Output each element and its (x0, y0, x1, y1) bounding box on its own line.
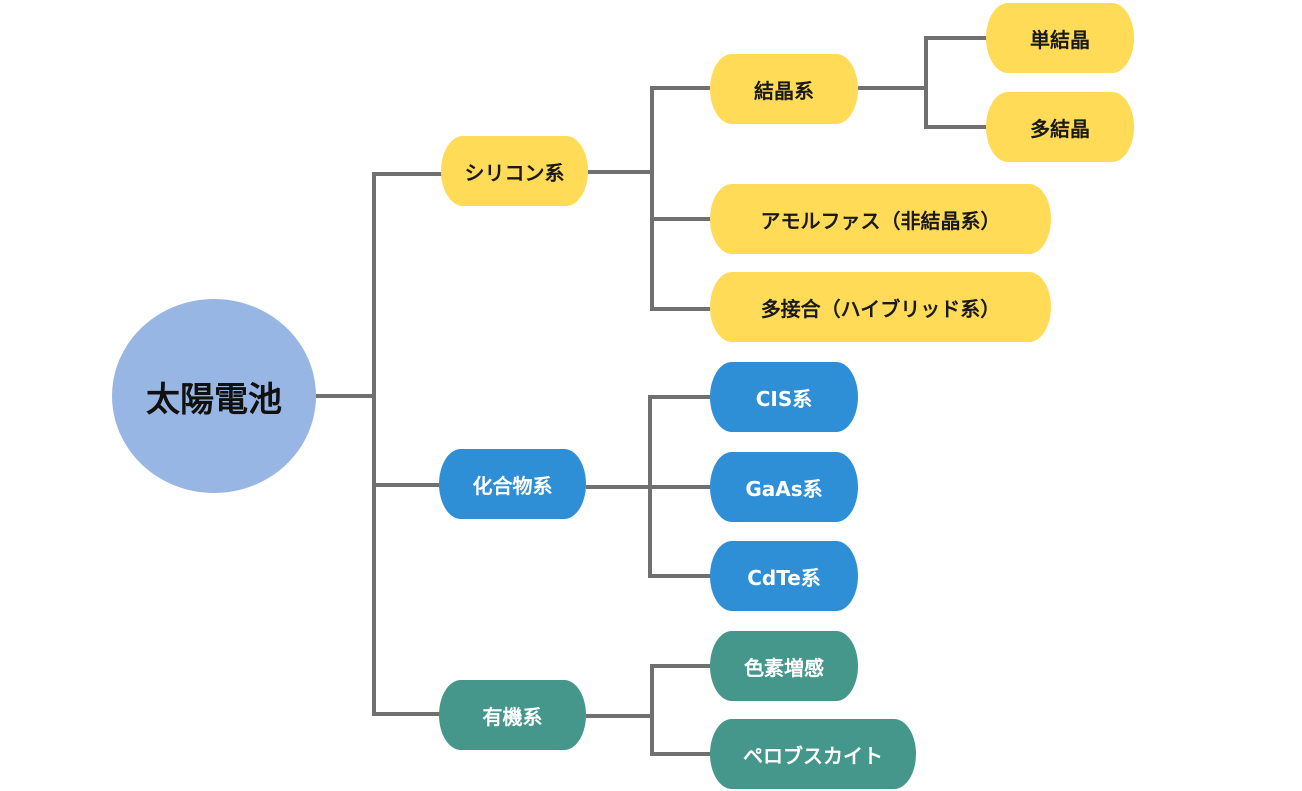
category-compound: 化合物系 (439, 449, 586, 519)
node-cis: CIS系 (710, 362, 858, 432)
node-dye-sensitized: 色素増感 (710, 631, 858, 701)
node-multijunction: 多接合（ハイブリッド系） (710, 272, 1051, 342)
node-crystalline: 結晶系 (710, 54, 858, 124)
node-cdte: CdTe系 (710, 541, 858, 611)
node-gaas: GaAs系 (710, 452, 858, 522)
node-polycrystalline: 多結晶 (986, 92, 1134, 162)
node-monocrystalline: 単結晶 (986, 3, 1134, 73)
node-amorphous: アモルファス（非結晶系） (710, 184, 1051, 254)
category-organic: 有機系 (439, 680, 586, 750)
root-node-solar-cell: 太陽電池 (112, 299, 316, 493)
node-perovskite: ペロブスカイト (710, 719, 916, 789)
category-silicon: シリコン系 (441, 136, 588, 206)
